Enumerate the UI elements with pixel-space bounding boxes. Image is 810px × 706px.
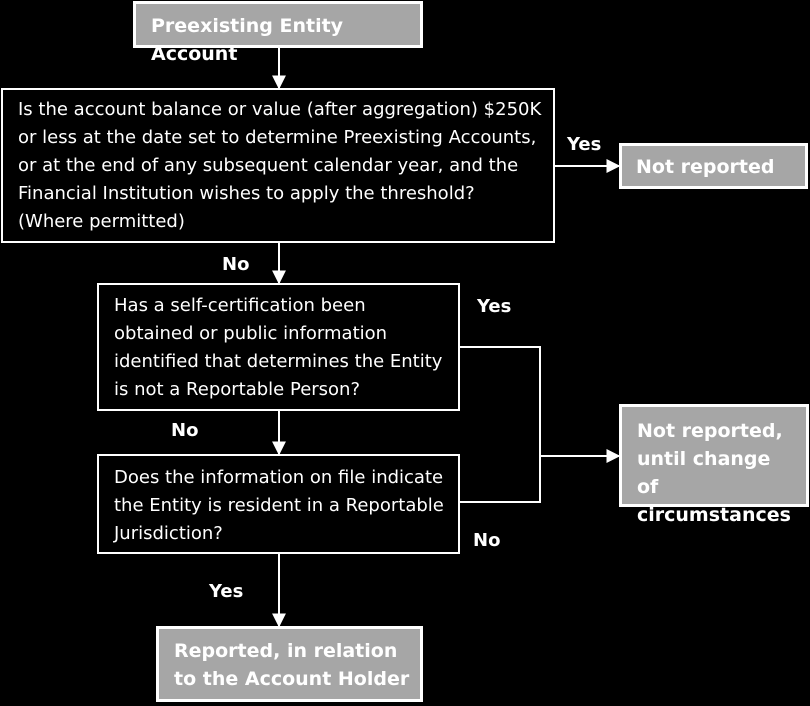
connector-q3-no xyxy=(459,456,541,503)
connector-q2-yes xyxy=(459,346,541,456)
question-balance-threshold-text: Is the account balance or value (after a… xyxy=(18,99,542,232)
outcome-reported: Reported, in relation to the Account Hol… xyxy=(156,626,423,702)
start-node-label: Preexisting Entity Account xyxy=(151,15,344,65)
outcome-until-change-label: Not reported, until change of circumstan… xyxy=(637,420,791,526)
question-self-certification-text: Has a self-certification been obtained o… xyxy=(114,295,443,400)
outcome-reported-label: Reported, in relation to the Account Hol… xyxy=(174,640,410,690)
question-resident-jurisdiction: Does the information on file indicate th… xyxy=(97,454,460,554)
question-resident-jurisdiction-text: Does the information on file indicate th… xyxy=(114,467,444,544)
question-self-certification: Has a self-certification been obtained o… xyxy=(97,283,460,411)
outcome-not-reported-label: Not reported xyxy=(636,156,775,178)
outcome-until-change: Not reported, until change of circumstan… xyxy=(619,404,809,526)
outcome-not-reported: Not reported xyxy=(619,143,808,189)
start-node: Preexisting Entity Account xyxy=(133,1,423,65)
edge-label-q2-no: No xyxy=(171,420,199,441)
edge-label-q3-yes: Yes xyxy=(209,581,244,602)
edge-label-q2-yes: Yes xyxy=(477,296,512,317)
edge-label-q1-no: No xyxy=(222,254,250,275)
question-balance-threshold: Is the account balance or value (after a… xyxy=(1,88,555,243)
edge-label-q3-no: No xyxy=(473,530,501,551)
edge-label-q1-yes: Yes xyxy=(567,134,602,155)
